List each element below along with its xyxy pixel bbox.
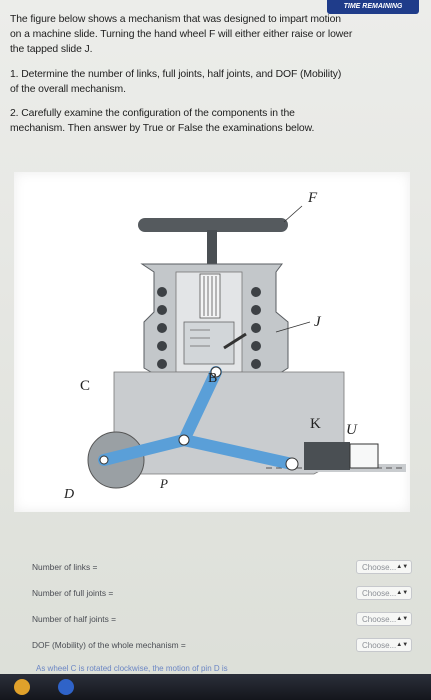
full-joints-select[interactable]: Choose... ▲▼ xyxy=(356,586,412,600)
question-1: 1. Determine the number of links, full j… xyxy=(10,67,410,97)
select-arrow-icon: ▲▼ xyxy=(396,564,409,570)
intro-line: the tapped slide J. xyxy=(10,44,93,55)
intro-line: on a machine slide. Turning the hand whe… xyxy=(10,29,353,40)
label-b: B xyxy=(208,371,217,386)
dof-label: DOF (Mobility) of the whole mechanism = xyxy=(32,640,186,650)
select-arrow-icon: ▲▼ xyxy=(396,616,409,622)
q1-line: 1. Determine the number of links, full j… xyxy=(10,69,342,80)
link-bk xyxy=(178,434,298,470)
mechanism-diagram: F J C B K U D P xyxy=(63,190,406,502)
timer-banner: TIME REMAINING xyxy=(327,0,419,14)
tapped-slide xyxy=(183,321,235,365)
link-bj xyxy=(178,366,222,446)
app-icon[interactable] xyxy=(14,679,30,695)
label-f: F xyxy=(307,190,318,206)
form-row-dof: DOF (Mobility) of the whole mechanism = … xyxy=(32,636,412,654)
links-label: Number of links = xyxy=(32,562,98,572)
question-2: 2. Carefully examine the configuration o… xyxy=(10,106,410,136)
half-joints-label: Number of half joints = xyxy=(32,614,117,624)
label-u: U xyxy=(346,422,358,438)
form-row-full-joints: Number of full joints = Choose... ▲▼ xyxy=(32,584,412,602)
browser-icon[interactable] xyxy=(58,679,74,695)
mechanism-figure: F J C B K U D P xyxy=(14,172,410,512)
select-value: Choose... xyxy=(362,640,397,650)
question-text: The figure below shows a mechanism that … xyxy=(10,12,410,136)
pin-joints xyxy=(99,366,299,471)
half-joints-select[interactable]: Choose... ▲▼ xyxy=(356,612,412,626)
link-cb xyxy=(98,434,190,466)
intro-paragraph: The figure below shows a mechanism that … xyxy=(10,12,410,57)
q2-line: 2. Carefully examine the configuration o… xyxy=(10,108,295,119)
label-p: P xyxy=(159,476,168,491)
bolts-right xyxy=(251,287,261,369)
select-value: Choose... xyxy=(362,588,397,598)
answer-form: Number of links = Choose... ▲▼ Number of… xyxy=(0,548,431,683)
timer-text: TIME REMAINING xyxy=(343,3,403,10)
links-select[interactable]: Choose... ▲▼ xyxy=(356,560,412,574)
taskbar xyxy=(0,674,431,700)
label-k: K xyxy=(310,416,321,432)
hand-wheel-bar xyxy=(138,218,288,232)
select-arrow-icon: ▲▼ xyxy=(396,642,409,648)
intro-line: The figure below shows a mechanism that … xyxy=(10,14,341,25)
form-row-half-joints: Number of half joints = Choose... ▲▼ xyxy=(32,610,412,628)
label-d: D xyxy=(63,487,74,502)
form-row-links: Number of links = Choose... ▲▼ xyxy=(32,558,412,576)
label-j: J xyxy=(314,314,322,330)
q2-line: mechanism. Then answer by True or False … xyxy=(10,123,315,134)
bolts-left xyxy=(157,287,167,369)
dof-select[interactable]: Choose... ▲▼ xyxy=(356,638,412,652)
select-value: Choose... xyxy=(362,562,397,572)
hand-wheel-stem xyxy=(207,230,217,264)
statement-text: As wheel C is rotated clockwise, the mot… xyxy=(36,664,228,673)
q1-line: of the overall mechanism. xyxy=(10,84,126,95)
select-arrow-icon: ▲▼ xyxy=(396,590,409,596)
small-link xyxy=(223,332,247,350)
label-c: C xyxy=(80,378,90,394)
slider-block xyxy=(304,442,350,470)
threaded-screw xyxy=(199,273,221,319)
select-value: Choose... xyxy=(362,614,397,624)
full-joints-label: Number of full joints = xyxy=(32,588,114,598)
